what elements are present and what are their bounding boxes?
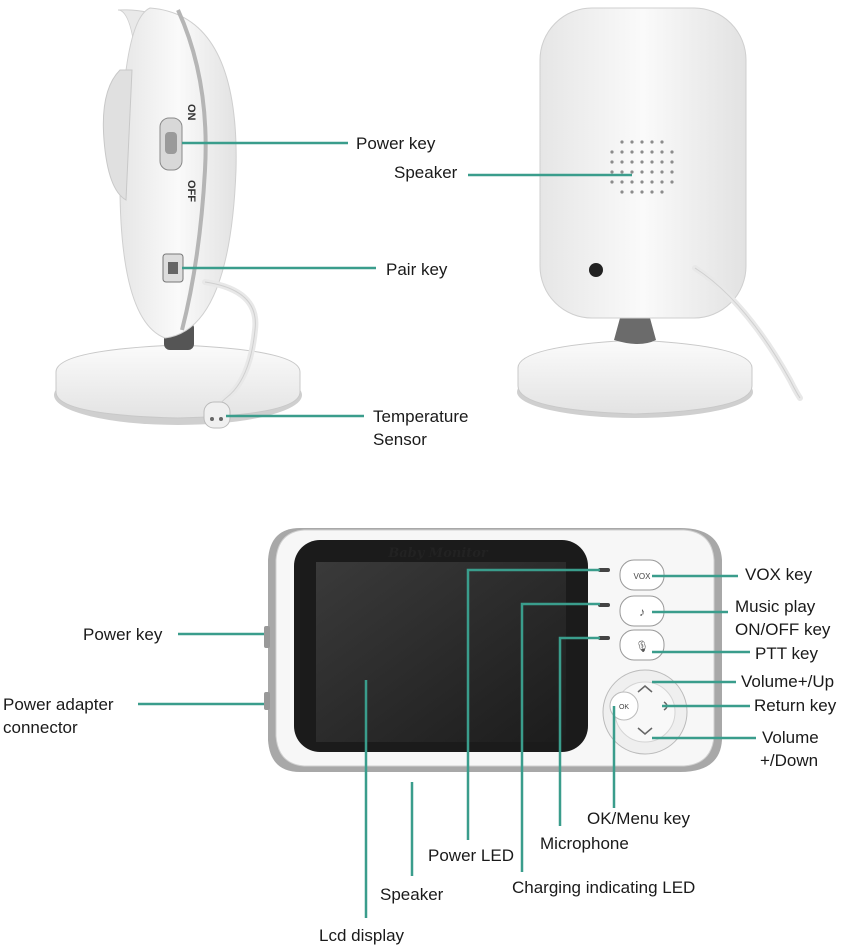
monitor-power-key bbox=[264, 626, 270, 648]
label-temperature: Temperature bbox=[373, 407, 469, 426]
speaker-grille bbox=[610, 140, 674, 194]
brand-text: Baby Monitor bbox=[387, 546, 489, 561]
camera-back-view bbox=[517, 7, 803, 418]
power-adapter-port bbox=[264, 692, 270, 710]
label-return-key: Return key bbox=[754, 696, 837, 715]
label-down: +/Down bbox=[760, 751, 819, 770]
label-volume-up: Volume+/Up bbox=[741, 672, 835, 691]
label-music-play: Music play bbox=[735, 597, 816, 616]
label-power-led: Power LED bbox=[428, 846, 514, 865]
label-connector: connector bbox=[3, 718, 78, 737]
parent-monitor: ♪ 🎙 bbox=[264, 528, 722, 772]
camera-body-side bbox=[119, 7, 237, 339]
label-pair-key: Pair key bbox=[386, 260, 448, 279]
label-ptt-key: PTT key bbox=[755, 644, 818, 663]
label-monitor-speaker: Speaker bbox=[380, 885, 444, 904]
callout-power-led bbox=[466, 568, 600, 840]
volume-down-arrow bbox=[637, 727, 653, 735]
label-speaker: Speaker bbox=[394, 163, 458, 182]
ok-button bbox=[609, 691, 639, 721]
callout-lines bbox=[138, 141, 756, 918]
callout-microphone bbox=[558, 636, 600, 826]
label-charging-led: Charging indicating LED bbox=[512, 878, 696, 897]
charging-led bbox=[598, 603, 610, 607]
label-microphone: Microphone bbox=[540, 834, 629, 853]
microphone-hole bbox=[598, 636, 610, 640]
ok-button-text: OK bbox=[619, 704, 629, 711]
label-volume: Volume bbox=[762, 728, 819, 747]
camera-back-base bbox=[517, 339, 753, 415]
label-ok-menu-key: OK/Menu key bbox=[587, 809, 690, 828]
callout-charging-led bbox=[520, 602, 600, 872]
label-power-adapter: Power adapter bbox=[3, 695, 114, 714]
label-power-key: Power key bbox=[356, 134, 436, 153]
camera-base bbox=[55, 344, 301, 419]
label-music-onoff: ON/OFF key bbox=[735, 620, 831, 639]
label-sensor: Sensor bbox=[373, 430, 427, 449]
volume-up-arrow bbox=[637, 685, 653, 693]
vox-button-text: VOX bbox=[634, 572, 652, 581]
label-lcd-display: Lcd display bbox=[319, 926, 405, 945]
switch-on-text: ON bbox=[185, 104, 197, 121]
label-monitor-power-key: Power key bbox=[83, 625, 163, 644]
lcd-screen bbox=[316, 562, 566, 742]
switch-off-text: OFF bbox=[185, 180, 197, 202]
svg-text:♪: ♪ bbox=[639, 605, 645, 619]
camera-side-view bbox=[54, 7, 302, 429]
power-led bbox=[598, 568, 610, 572]
svg-text:🎙: 🎙 bbox=[635, 640, 649, 653]
label-vox-key: VOX key bbox=[745, 565, 813, 584]
